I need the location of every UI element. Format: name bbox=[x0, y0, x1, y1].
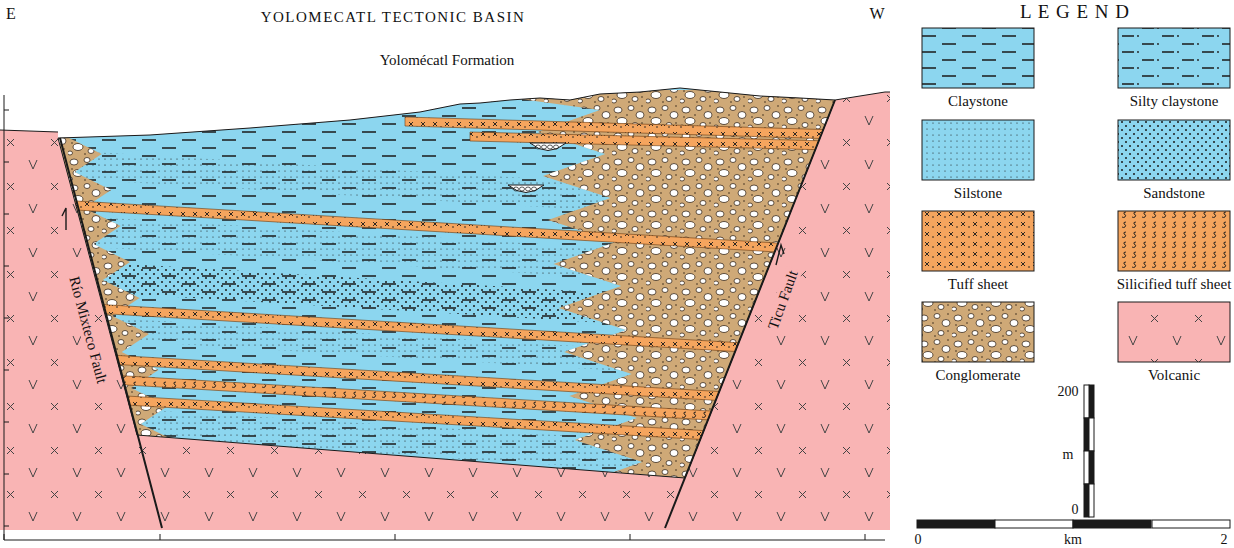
fault-line bbox=[60, 100, 835, 528]
scale-unit: m bbox=[1061, 447, 1076, 462]
fault-arrow bbox=[62, 208, 784, 265]
scale-bar bbox=[917, 385, 1230, 528]
formation-name: Yolomécatl Formation bbox=[378, 52, 517, 69]
direction-label: E bbox=[4, 5, 18, 23]
scale-unit: km bbox=[1062, 532, 1084, 547]
legend-heading: L E G E N D bbox=[1018, 2, 1132, 23]
legend-swatch bbox=[922, 120, 1034, 180]
basin-fill bbox=[0, 0, 900, 540]
scale-number: 0 bbox=[1070, 502, 1081, 517]
lens-symbol bbox=[508, 185, 544, 193]
frame-axis bbox=[4, 95, 885, 540]
ground-surface bbox=[0, 92, 890, 132]
scale-number: 200 bbox=[1056, 384, 1081, 399]
legend-swatch bbox=[1118, 211, 1230, 271]
legend-label: Silty claystone bbox=[1128, 93, 1221, 110]
legend-swatch bbox=[1118, 302, 1230, 362]
legend-label: Conglomerate bbox=[934, 367, 1023, 384]
legend-swatch bbox=[922, 211, 1034, 271]
scale-number: 0 bbox=[913, 532, 924, 547]
legend-label: Volcanic bbox=[1146, 367, 1202, 384]
tuff-sheet bbox=[40, 391, 900, 452]
legend-label: Silicified tuff sheet bbox=[1115, 276, 1234, 293]
legend-swatch bbox=[1118, 120, 1230, 180]
legend-label: Tuff sheet bbox=[946, 276, 1010, 293]
legend-swatch bbox=[1118, 28, 1230, 88]
legend-label: Sandstone bbox=[1141, 185, 1207, 202]
legend-swatch bbox=[922, 28, 1034, 88]
legend-swatch bbox=[922, 302, 1034, 362]
basin-outline bbox=[58, 88, 835, 478]
direction-label: W bbox=[867, 5, 886, 23]
scale-number: 2 bbox=[1219, 532, 1230, 547]
tuff-sheet bbox=[470, 132, 900, 152]
tuff-sheet bbox=[40, 199, 900, 260]
legend-label: Silstone bbox=[952, 185, 1004, 202]
lens-symbol bbox=[530, 143, 566, 151]
diagram-title: YOLOMECATL TECTONIC BASIN bbox=[259, 9, 528, 26]
legend-label: Claystone bbox=[946, 93, 1010, 110]
